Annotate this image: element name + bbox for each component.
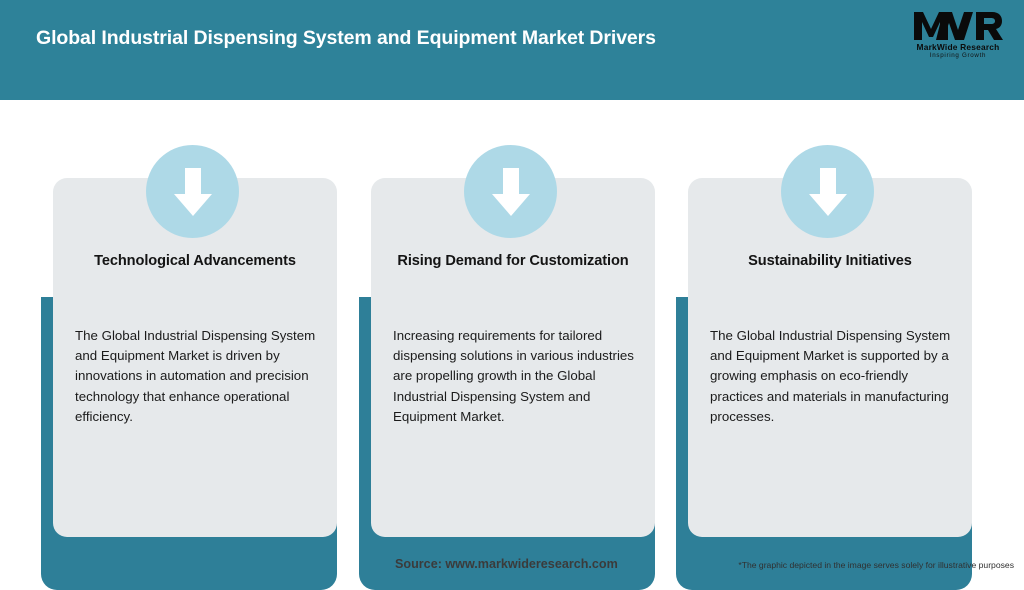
down-arrow-glyph	[808, 167, 847, 216]
driver-card-3: Sustainability Initiatives The Global In…	[676, 145, 972, 590]
card-title: Rising Demand for Customization	[397, 253, 629, 269]
down-arrow-icon	[464, 145, 557, 238]
down-arrow-glyph	[491, 167, 530, 216]
source-label: Source: www.markwideresearch.com	[395, 557, 618, 571]
page-header: Global Industrial Dispensing System and …	[0, 0, 1024, 100]
card-panel: Rising Demand for Customization Increasi…	[371, 178, 655, 537]
driver-card-2: Rising Demand for Customization Increasi…	[359, 145, 655, 590]
drivers-card-row: Technological Advancements The Global In…	[0, 100, 1024, 590]
logo-company-name: MarkWide Research	[916, 42, 1000, 52]
disclaimer-label: *The graphic depicted in the image serve…	[738, 560, 1014, 570]
card-title: Sustainability Initiatives	[748, 253, 912, 269]
down-arrow-glyph	[173, 167, 212, 216]
card-title: Technological Advancements	[94, 253, 296, 269]
page-title: Global Industrial Dispensing System and …	[36, 27, 656, 49]
down-arrow-icon	[781, 145, 874, 238]
brand-logo: MarkWide Research Inspiring Growth	[906, 10, 1010, 66]
card-body-text: The Global Industrial Dispensing System …	[75, 328, 316, 424]
card-body-text: Increasing requirements for tailored dis…	[393, 328, 634, 424]
card-panel: Sustainability Initiatives The Global In…	[688, 178, 972, 537]
down-arrow-icon	[146, 145, 239, 238]
card-body-text: The Global Industrial Dispensing System …	[710, 328, 951, 424]
mwr-logo-icon	[914, 12, 1003, 40]
logo-tagline: Inspiring Growth	[929, 52, 987, 59]
driver-card-1: Technological Advancements The Global In…	[41, 145, 337, 590]
